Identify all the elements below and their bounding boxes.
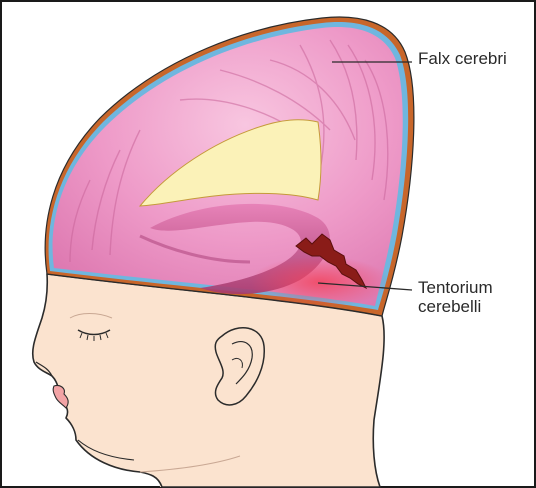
tentorium-label-line1: Tentorium xyxy=(418,278,493,297)
falx-cerebri-label: Falx cerebri xyxy=(418,49,507,68)
tentorium-cerebelli-label: Tentorium cerebelli xyxy=(418,278,493,316)
tentorium-label-line2: cerebelli xyxy=(418,297,493,316)
